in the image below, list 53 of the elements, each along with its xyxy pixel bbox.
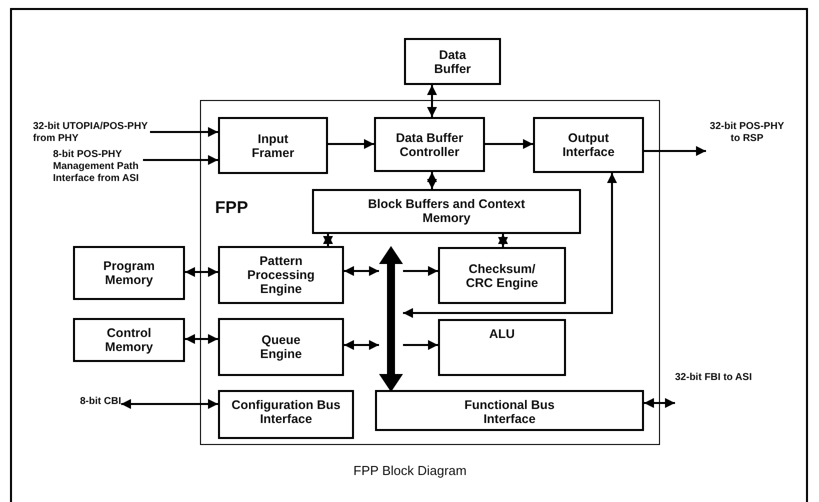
block-label: Block Buffers and Context Memory bbox=[367, 197, 526, 225]
block-box bbox=[73, 318, 185, 362]
block-label: Control Memory bbox=[104, 326, 154, 354]
connector-arrow bbox=[403, 340, 438, 350]
connector-arrow bbox=[498, 234, 508, 247]
signal-label: 8-bit CBI bbox=[80, 396, 122, 409]
connector-arrow bbox=[403, 173, 617, 318]
block-label: Pattern Processing Engine bbox=[246, 254, 316, 296]
connector-arrow bbox=[427, 172, 437, 189]
signal-label: 8-bit POS-PHY Management Path Interface from ASI bbox=[53, 149, 140, 186]
block-box bbox=[404, 38, 501, 85]
connector-arrow bbox=[328, 139, 374, 149]
bus-bar bbox=[379, 246, 403, 392]
connector-arrow bbox=[485, 139, 533, 149]
block-box bbox=[218, 246, 344, 304]
signal-label: 32-bit FBI to ASI bbox=[675, 372, 752, 385]
connector-arrow bbox=[143, 155, 218, 165]
block-label: Data Buffer bbox=[433, 48, 472, 76]
block-label: Output Interface bbox=[561, 131, 616, 159]
connector-arrow bbox=[121, 399, 218, 409]
connector-arrow bbox=[403, 266, 438, 276]
connector-arrow bbox=[323, 234, 333, 246]
connector-arrow bbox=[185, 334, 218, 344]
block-box bbox=[312, 189, 581, 234]
block-box bbox=[438, 319, 566, 376]
signal-label: 32-bit UTOPIA/POS-PHY from PHY bbox=[33, 121, 149, 146]
diagram-caption: FPP Block Diagram bbox=[352, 463, 468, 478]
signal-label: 32-bit POS-PHY to RSP bbox=[708, 121, 786, 146]
block-label: Data Buffer Controller bbox=[394, 130, 464, 158]
block-box bbox=[375, 390, 644, 431]
connector-arrow bbox=[344, 266, 379, 276]
block-box bbox=[374, 117, 485, 172]
connector-arrow bbox=[427, 85, 437, 117]
block-label: Queue Engine bbox=[259, 333, 303, 361]
block-box bbox=[533, 117, 644, 173]
block-label: Input Framer bbox=[250, 132, 296, 160]
block-label: Checksum/ CRC Engine bbox=[464, 262, 540, 290]
fpp-block-frame bbox=[200, 100, 660, 445]
block-box bbox=[218, 318, 344, 376]
block-box bbox=[218, 117, 328, 174]
block-label: Functional Bus Interface bbox=[463, 398, 556, 426]
block-box bbox=[438, 247, 566, 304]
block-box bbox=[73, 246, 185, 300]
block-label: ALU bbox=[489, 327, 515, 341]
block-title: FPP bbox=[215, 201, 248, 215]
connector-arrow bbox=[185, 267, 218, 277]
block-box bbox=[218, 390, 354, 439]
connector-arrow bbox=[644, 146, 706, 156]
block-label: Configuration Bus Interface bbox=[230, 398, 342, 426]
connector-arrow bbox=[150, 127, 218, 137]
connector-arrow bbox=[644, 398, 675, 408]
block-label: Program Memory bbox=[102, 259, 156, 287]
connector-arrow bbox=[344, 340, 379, 350]
